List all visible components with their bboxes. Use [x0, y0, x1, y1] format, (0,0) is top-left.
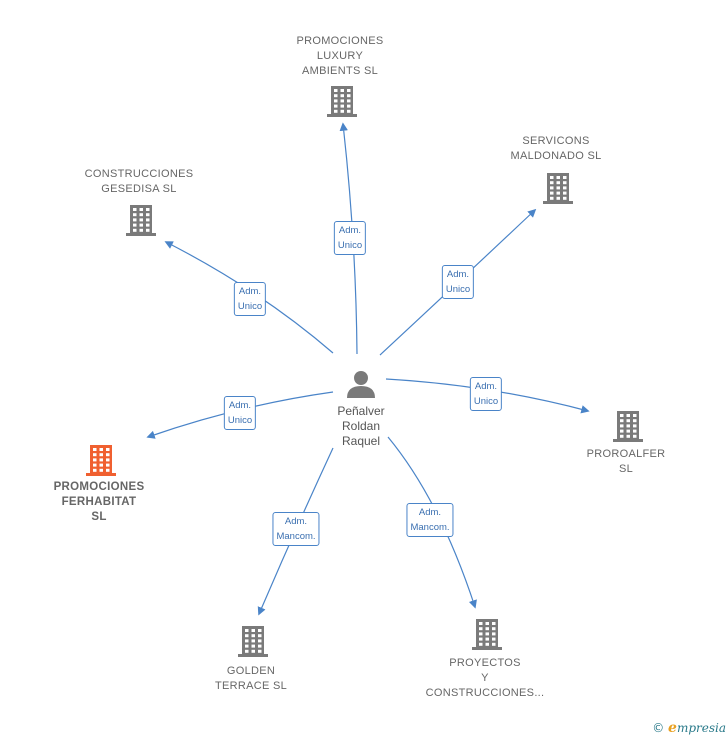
company-label-golden-terrace[interactable]: GOLDEN TERRACE SL: [214, 665, 288, 692]
role-badge-construcciones-gesedisa: Adm. Unico: [233, 282, 267, 316]
company-label-construcciones-gesedisa[interactable]: CONSTRUCCIONES GESEDISA SL: [84, 168, 194, 195]
role-badge-promociones-ferhabitat: Adm. Unico: [223, 396, 257, 430]
company-label-promociones-luxury[interactable]: PROMOCIONES LUXURY AMBIENTS SL: [296, 35, 384, 77]
role-badge-promociones-luxury: Adm. Unico: [333, 221, 367, 255]
company-label-proyectos-construcciones[interactable]: PROYECTOS Y CONSTRUCCIONES...: [425, 657, 545, 699]
company-label-proroalfer[interactable]: PROROALFER SL: [586, 448, 666, 475]
building-icon-proyectos-construcciones[interactable]: [472, 619, 502, 650]
building-icon-promociones-ferhabitat[interactable]: [86, 445, 116, 476]
copyright-symbol: ©: [652, 721, 665, 735]
building-icon-proroalfer[interactable]: [613, 411, 643, 442]
role-badge-proyectos-construcciones: Adm. Mancom.: [406, 503, 454, 537]
company-label-servicons-maldonado[interactable]: SERVICONS MALDONADO SL: [510, 135, 602, 162]
brand-name: mpresia: [676, 721, 726, 735]
role-badge-proroalfer: Adm. Unico: [469, 377, 503, 411]
company-label-promociones-ferhabitat[interactable]: PROMOCIONES FERHABITAT SL: [53, 481, 145, 523]
center-person-label[interactable]: Peñalver Roldan Raquel: [337, 404, 385, 448]
building-icon-construcciones-gesedisa[interactable]: [126, 205, 156, 236]
brand-initial: e: [668, 720, 677, 736]
building-icon-promociones-luxury[interactable]: [327, 86, 357, 117]
building-icon-golden-terrace[interactable]: [238, 626, 268, 657]
building-icon-servicons-maldonado[interactable]: [543, 173, 573, 204]
person-icon[interactable]: [347, 371, 375, 398]
role-badge-golden-terrace: Adm. Mancom.: [272, 512, 320, 546]
role-badge-servicons-maldonado: Adm. Unico: [441, 265, 475, 299]
empresia-footer: © empresia: [652, 720, 726, 736]
